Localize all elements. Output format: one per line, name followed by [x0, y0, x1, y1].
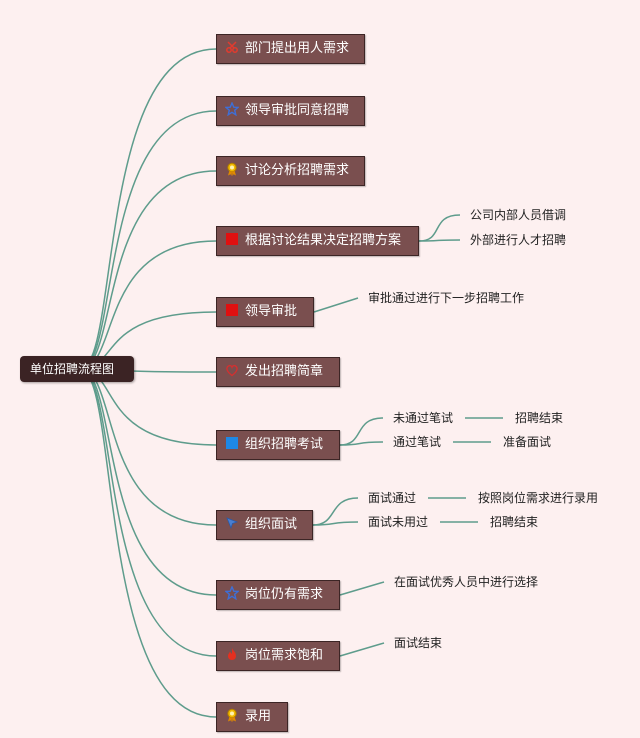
branch-item: 面试结束 — [394, 636, 443, 650]
branch-link — [418, 239, 461, 242]
branch-link — [339, 642, 385, 657]
blue-square-icon — [225, 433, 239, 449]
root-link — [79, 368, 217, 657]
step-node[interactable]: 部门提出用人需求 — [216, 34, 365, 64]
branch-link — [312, 497, 359, 526]
award-icon — [225, 705, 239, 722]
star-icon — [224, 583, 240, 601]
step-label: 部门提出用人需求 — [245, 41, 350, 56]
red-square-icon — [225, 300, 239, 316]
step-label: 组织面试 — [245, 517, 298, 532]
step-node[interactable]: 领导审批同意招聘 — [216, 96, 365, 126]
step-label: 岗位需求饱和 — [245, 648, 324, 663]
branch-item: 未通过笔试 — [393, 411, 454, 425]
root-link — [79, 368, 217, 718]
step-node[interactable]: 发出招聘简章 — [216, 357, 340, 387]
branch-item: 面试未用过 — [368, 515, 429, 529]
red-square-icon — [225, 229, 239, 245]
step-label: 领导审批 — [245, 304, 298, 319]
step-node[interactable]: 录用 — [216, 702, 288, 732]
cursor-icon — [225, 513, 239, 530]
branch-item: 在面试优秀人员中进行选择 — [394, 575, 539, 589]
root-link — [79, 368, 217, 526]
step-node[interactable]: 讨论分析招聘需求 — [216, 156, 365, 186]
branch-result: 准备面试 — [503, 435, 552, 449]
step-label: 讨论分析招聘需求 — [245, 163, 350, 178]
step-node[interactable]: 领导审批 — [216, 297, 314, 327]
root-node[interactable]: 单位招聘流程图 — [20, 356, 134, 382]
branch-item: 外部进行人才招聘 — [470, 233, 567, 247]
root-link — [79, 110, 217, 370]
step-label: 录用 — [245, 709, 272, 724]
branch-item: 公司内部人员借调 — [470, 208, 567, 222]
step-label: 组织招聘考试 — [245, 437, 324, 452]
step-node[interactable]: 组织招聘考试 — [216, 430, 340, 460]
branch-result: 招聘结束 — [515, 411, 564, 425]
step-node[interactable]: 岗位仍有需求 — [216, 580, 340, 610]
step-node[interactable]: 岗位需求饱和 — [216, 641, 340, 671]
branch-link — [313, 297, 359, 313]
branch-link — [418, 214, 461, 242]
step-label: 岗位仍有需求 — [245, 587, 324, 602]
branch-link — [339, 581, 385, 596]
root-link — [79, 368, 217, 596]
heart-icon — [225, 360, 239, 377]
branch-result: 按照岗位需求进行录用 — [478, 491, 599, 505]
branch-link — [339, 417, 384, 446]
scissors-icon — [225, 37, 239, 53]
branch-link — [312, 521, 359, 526]
root-link — [79, 48, 217, 370]
branch-result: 招聘结束 — [490, 515, 539, 529]
branch-item: 审批通过进行下一步招聘工作 — [368, 291, 525, 305]
flame-icon — [225, 644, 239, 660]
branch-link — [339, 441, 384, 446]
step-label: 发出招聘简章 — [245, 364, 324, 379]
root-link — [79, 170, 217, 370]
step-node[interactable]: 根据讨论结果决定招聘方案 — [216, 226, 419, 256]
branch-item: 通过笔试 — [393, 435, 442, 449]
step-label: 根据讨论结果决定招聘方案 — [245, 233, 402, 248]
award-icon — [225, 159, 239, 176]
step-node[interactable]: 组织面试 — [216, 510, 313, 540]
star-icon — [224, 99, 240, 117]
root-link — [79, 240, 217, 370]
step-label: 领导审批同意招聘 — [245, 103, 350, 118]
branch-item: 面试通过 — [368, 491, 417, 505]
